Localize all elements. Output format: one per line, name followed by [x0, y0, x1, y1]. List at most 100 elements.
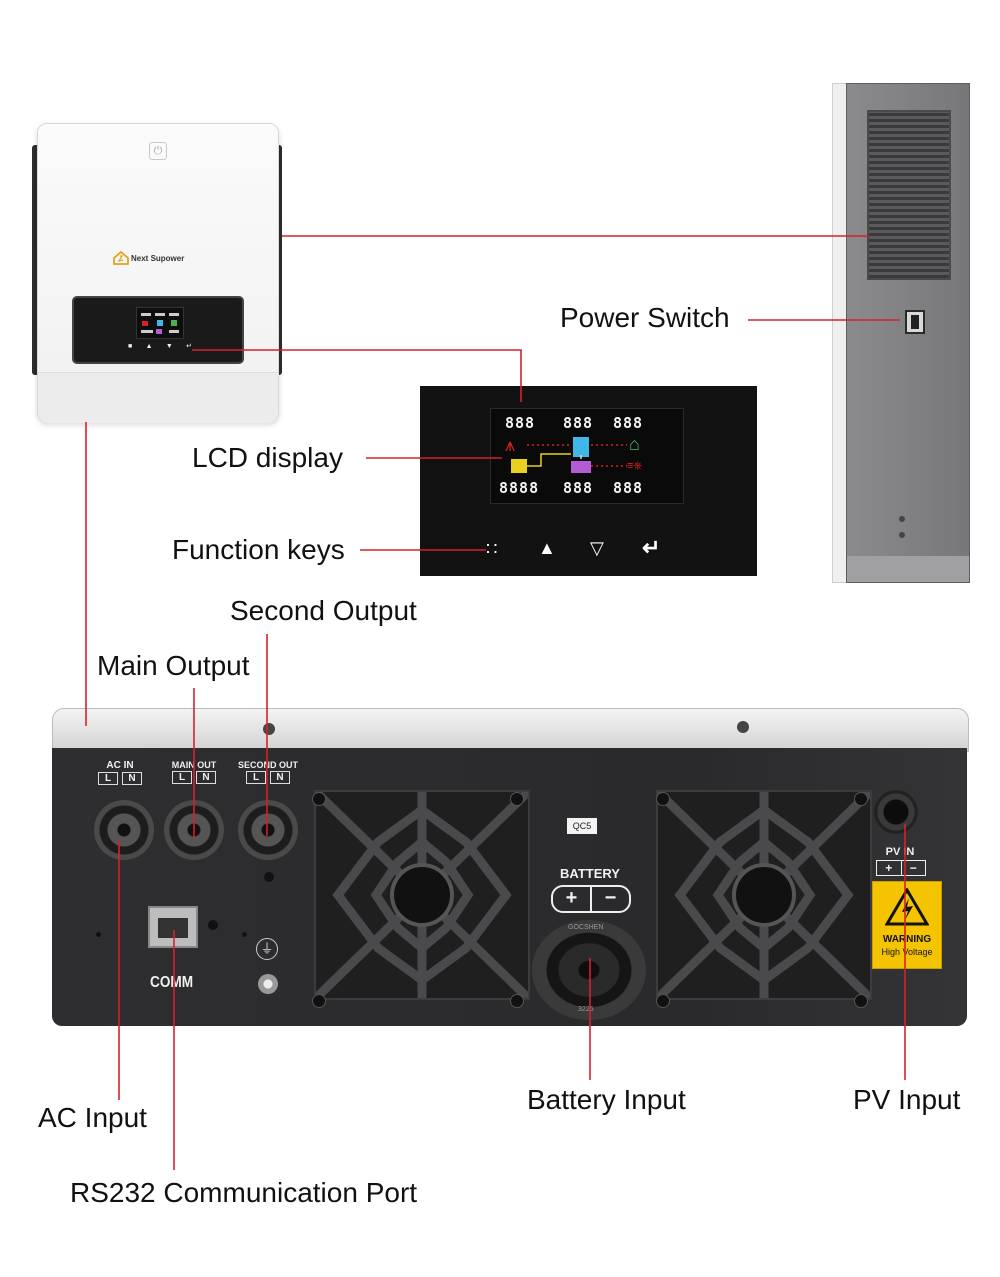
- lcd-bottom-right-readout: 888: [613, 479, 644, 497]
- pv-polarity: + −: [876, 860, 926, 876]
- lcd-home-icon: ⌂: [629, 434, 640, 454]
- lcd-closeup-panel: 888 888 888 ⩚ ⌂ ≡⎈ 8888 888 888 ∷ ▲ ▽ ↵: [420, 386, 757, 576]
- main-out-terminal-label: MAIN OUT L N: [160, 760, 228, 784]
- pv-in-label: PV IN: [885, 846, 915, 858]
- lcd-bottom-mid-readout: 888: [563, 479, 594, 497]
- second-out-label: SECOND OUT: [237, 760, 298, 770]
- panel-screw: [312, 792, 326, 806]
- main-out-l: L: [172, 771, 192, 784]
- lcd-top-mid-readout: 888: [563, 414, 594, 432]
- comm-label: COMM: [150, 974, 194, 991]
- high-voltage-label: High Voltage: [881, 947, 933, 957]
- rail-screw: [263, 723, 275, 735]
- enter-key-icon[interactable]: ↵: [642, 535, 661, 560]
- main-out-n: N: [196, 771, 216, 784]
- lcd-inverter-icon: [573, 437, 589, 457]
- callout-lcd-display: LCD display: [192, 442, 343, 473]
- gland-bottom-text: 3225: [578, 1006, 594, 1013]
- second-out-terminal-label: SECOND OUT L N: [232, 760, 304, 784]
- rear-panel: AC IN L N MAIN OUT L N SECOND OUT L N: [52, 708, 969, 1026]
- rear-top-rail: [52, 708, 969, 752]
- mini-enter-key-icon: ↵: [186, 343, 192, 350]
- right-fan-guard: [654, 788, 874, 1002]
- lcd-top-left-readout: 888: [505, 414, 536, 432]
- side-unit-footer: [847, 556, 969, 582]
- warning-label: WARNING: [882, 934, 932, 945]
- mini-lcd-screen: [136, 307, 184, 339]
- power-button-icon: ⏻: [149, 142, 167, 160]
- lcd-function-keys: ∷ ▲ ▽ ↵: [482, 535, 672, 560]
- left-fan-guard: [312, 788, 532, 1002]
- panel-screw: [96, 932, 101, 937]
- pv-plus: +: [877, 861, 902, 875]
- front-inverter-unit: ⏻ Next Supower ■ ▲ ▼: [32, 123, 282, 423]
- main-out-cable-gland: [164, 800, 224, 860]
- ac-in-n: N: [122, 772, 142, 785]
- panel-screw: [510, 994, 524, 1008]
- front-display-bezel: ■ ▲ ▼ ↵: [72, 296, 244, 364]
- lcd-battery-icon: [571, 461, 591, 473]
- qc-label: QC5: [572, 821, 592, 831]
- side-vent-grille: [867, 110, 951, 280]
- lcd-bottom-left-readout: 8888: [499, 479, 540, 497]
- panel-screw: [208, 920, 218, 930]
- front-unit-bottom-band: [38, 372, 278, 423]
- pv-cable-gland: [874, 790, 918, 834]
- second-out-cable-gland: [238, 800, 298, 860]
- battery-label: BATTERY: [560, 866, 620, 881]
- up-key-icon[interactable]: ▲: [538, 538, 556, 558]
- side-view-unit: [832, 83, 970, 583]
- rear-face: AC IN L N MAIN OUT L N SECOND OUT L N: [52, 748, 967, 1026]
- down-key-icon[interactable]: ▽: [590, 538, 604, 558]
- panel-screw: [656, 994, 670, 1008]
- mini-down-key-icon: ▼: [165, 343, 173, 350]
- front-unit-body: ⏻ Next Supower ■ ▲ ▼: [37, 123, 279, 423]
- callout-battery-input: Battery Input: [527, 1084, 686, 1115]
- battery-minus: −: [604, 887, 617, 909]
- pv-minus: −: [909, 861, 917, 875]
- mini-function-keys: ■ ▲ ▼ ↵: [128, 342, 192, 352]
- second-out-l: L: [246, 771, 266, 784]
- ac-in-terminal-label: AC IN L N: [88, 760, 152, 785]
- panel-screw: [312, 994, 326, 1008]
- right-cooling-fan: [654, 788, 874, 1002]
- lcd-flow-lines: [527, 444, 627, 467]
- menu-key-icon[interactable]: ∷: [486, 539, 498, 559]
- panel-screw: [656, 792, 670, 806]
- callout-second-output: Second Output: [230, 595, 417, 626]
- battery-plus: +: [553, 887, 592, 911]
- battery-cable-gland: GOCSHEN 3225: [532, 920, 646, 1020]
- ac-in-cable-gland: [94, 800, 154, 860]
- high-voltage-warning-sticker: WARNING High Voltage: [872, 881, 942, 969]
- panel-screw: [854, 792, 868, 806]
- ac-in-l: L: [98, 772, 118, 785]
- callout-function-keys: Function keys: [172, 534, 345, 565]
- second-out-n: N: [270, 771, 290, 784]
- ground-screw: [258, 974, 278, 994]
- callout-pv-input: PV Input: [853, 1084, 961, 1115]
- callout-ac-input: AC Input: [38, 1102, 147, 1133]
- lcd-status-icons: ≡⎈: [627, 460, 643, 472]
- callout-main-output: Main Output: [97, 650, 250, 681]
- qc-sticker: QC5: [567, 818, 597, 834]
- callout-rs232: RS232 Communication Port: [70, 1177, 418, 1208]
- lcd-grid-icon: ⩚: [505, 435, 516, 455]
- side-screw: [899, 516, 905, 522]
- house-logo-icon: [113, 251, 129, 265]
- left-cooling-fan: [312, 788, 532, 1002]
- gland-top-text: GOCSHEN: [568, 924, 604, 931]
- warning-triangle-icon: [885, 888, 929, 926]
- lcd-solar-icon: [511, 459, 527, 473]
- brand-name: Next Supower: [131, 253, 185, 263]
- side-power-switch: [905, 310, 925, 334]
- rail-screw: [737, 721, 749, 733]
- ground-icon: ⏚: [256, 938, 278, 960]
- battery-polarity: + −: [551, 885, 631, 913]
- lcd-screen: 888 888 888 ⩚ ⌂ ≡⎈ 8888 888 888: [490, 408, 684, 504]
- lcd-top-right-readout: 888: [613, 414, 644, 432]
- ac-in-label: AC IN: [106, 760, 134, 771]
- main-out-label: MAIN OUT: [171, 760, 217, 770]
- side-screw: [899, 532, 905, 538]
- callout-power-switch: Power Switch: [560, 302, 730, 333]
- side-unit-casing: [846, 83, 970, 583]
